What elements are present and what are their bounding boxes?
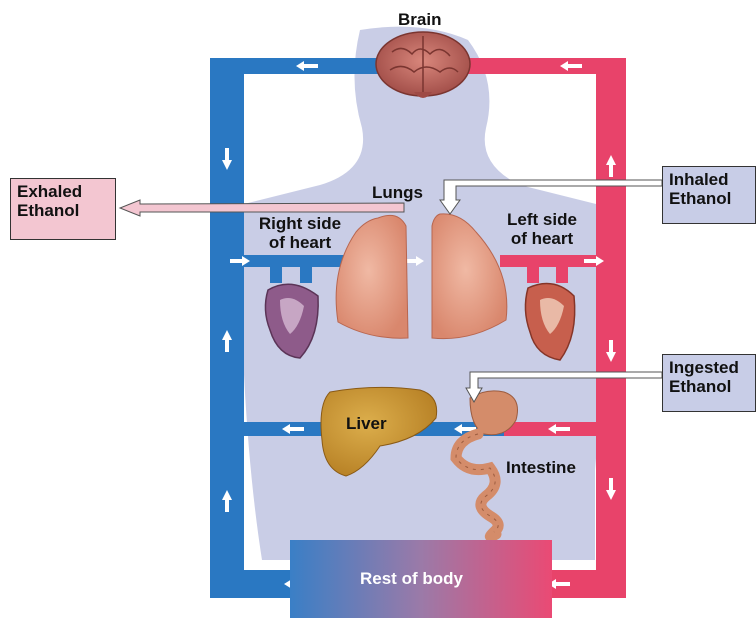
vessel-heart-right-drop bbox=[270, 255, 282, 283]
inhaled-ethanol-box: Inhaled Ethanol bbox=[662, 166, 756, 224]
inhaled-line1: Inhaled bbox=[669, 170, 749, 189]
inhaled-line2: Ethanol bbox=[669, 189, 749, 208]
exhaled-ethanol-box: Exhaled Ethanol bbox=[10, 178, 116, 240]
vessel-heart-left bbox=[500, 255, 596, 267]
ingested-line1: Ingested bbox=[669, 358, 749, 377]
ingested-ethanol-box: Ingested Ethanol bbox=[662, 354, 756, 412]
ingested-line2: Ethanol bbox=[669, 377, 749, 396]
vessel-left-vertical bbox=[210, 58, 244, 598]
vessel-to-lungs-left bbox=[296, 255, 346, 267]
right-heart-label-line1: Right side bbox=[248, 214, 352, 233]
vessel-right-vertical bbox=[596, 58, 626, 598]
right-heart-label: Right side of heart bbox=[248, 214, 352, 252]
brain-label: Brain bbox=[398, 10, 441, 29]
exhaled-line2: Ethanol bbox=[17, 201, 109, 220]
right-heart-label-line2: of heart bbox=[248, 233, 352, 252]
left-heart-label-line2: of heart bbox=[494, 229, 590, 248]
intestine-label: Intestine bbox=[506, 458, 576, 477]
left-heart-label-line1: Left side bbox=[494, 210, 590, 229]
left-heart-label: Left side of heart bbox=[494, 210, 590, 248]
rest-of-body-label: Rest of body bbox=[360, 569, 463, 588]
lungs-label: Lungs bbox=[372, 183, 423, 202]
vessel-heart-left-drop bbox=[527, 255, 539, 283]
liver-label: Liver bbox=[346, 414, 387, 433]
exhaled-line1: Exhaled bbox=[17, 182, 109, 201]
vessel-heart-left-up bbox=[556, 255, 568, 283]
